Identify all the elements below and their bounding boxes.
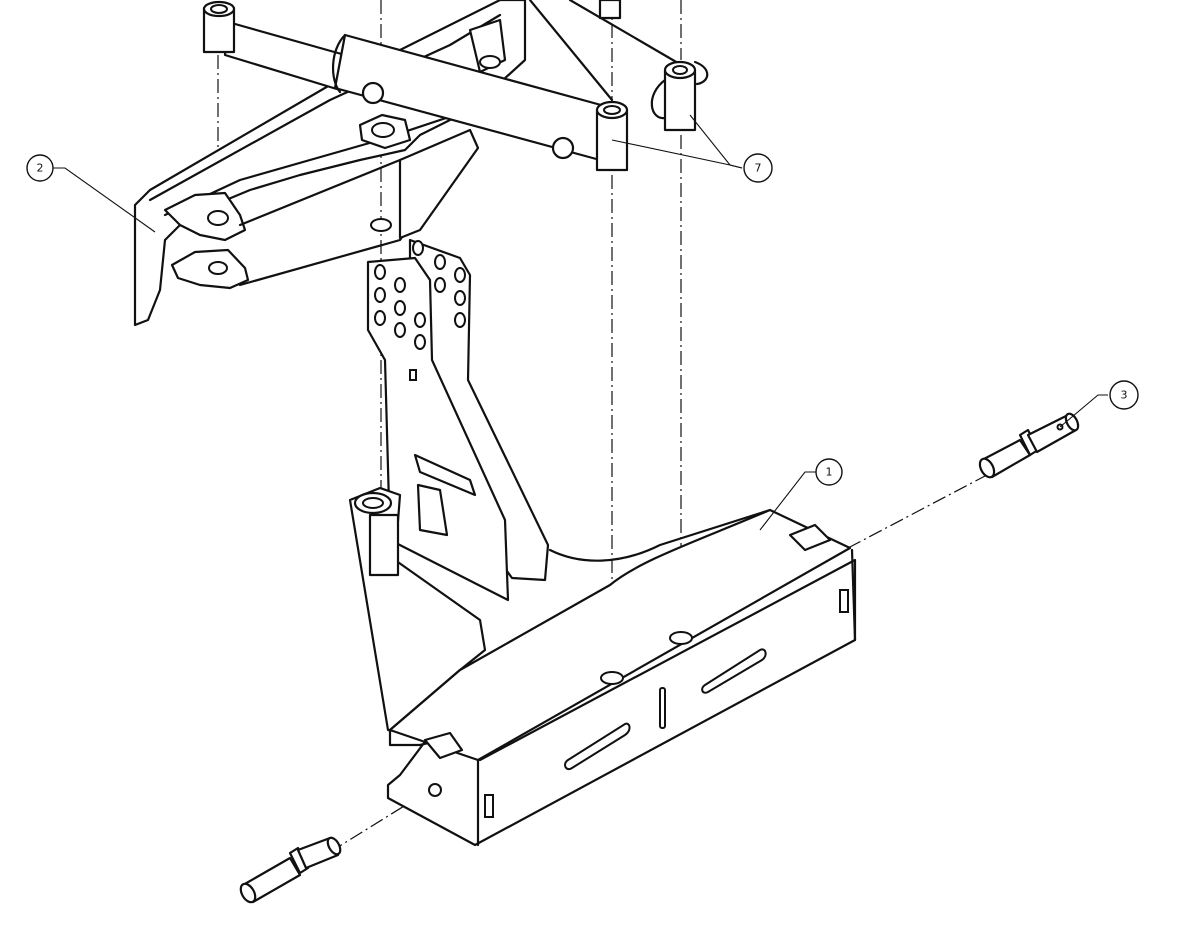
- balloon-label: 2: [37, 162, 44, 175]
- adjustment-holes: [374, 240, 466, 350]
- pin-left: [239, 836, 342, 904]
- balloon-label: 7: [755, 162, 762, 175]
- balloon-3: 3: [1109, 380, 1139, 410]
- balloon-label: 3: [1121, 389, 1128, 402]
- balloon-7: 7: [743, 153, 773, 183]
- leader-lines: [53, 114, 1108, 531]
- upright-plates: [366, 238, 550, 602]
- base-frame: [348, 486, 857, 847]
- pin-with-ring: [528, 0, 709, 132]
- balloon-1: 1: [815, 458, 843, 486]
- balloon-label: 1: [826, 466, 833, 479]
- balloon-2: 2: [26, 154, 54, 182]
- hydraulic-cylinder: [202, 0, 629, 172]
